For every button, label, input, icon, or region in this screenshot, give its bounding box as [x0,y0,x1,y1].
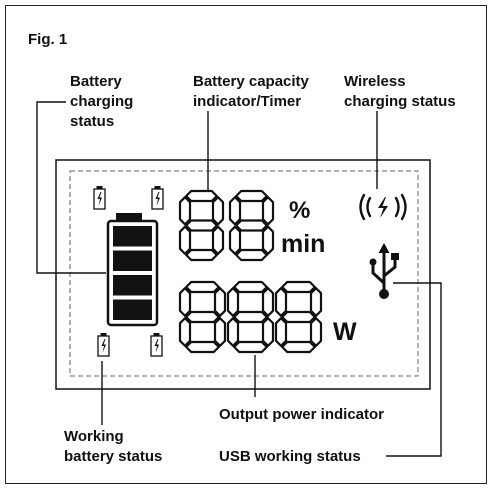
usb-icon [369,243,399,299]
label-usb-working: USB working status [219,448,361,465]
digit-segment [178,196,192,226]
label-wireless-charging: Wireless charging status [344,73,456,110]
unit-min: min [281,230,326,258]
digit-segment [309,287,323,317]
unit-percent: % [289,197,311,224]
digit-segment [185,280,220,294]
digit-segment [213,317,227,347]
battery-bolt-icon [151,186,164,210]
digit-segment [233,340,268,354]
digit-segment [261,317,275,347]
figure-title: Fig. 1 [28,31,68,48]
digit-segment [281,340,316,354]
digit-segment [178,225,192,255]
battery-bar [113,226,152,247]
digit-segment [226,287,240,317]
digit-segment [211,196,225,226]
unit-watt: W [333,318,357,346]
digit-segment [213,287,227,317]
digit-segment [235,189,268,203]
battery-bolt-icon [93,186,106,210]
digit-segment [233,280,268,294]
digit-segment [235,219,268,232]
digit-segment [281,280,316,294]
digit-segment [185,248,218,262]
battery-bar [113,275,152,296]
digit-segment [274,317,288,347]
digit-segment [185,310,220,324]
leader-lines [36,101,442,457]
battery-bar [113,250,152,271]
leader-usb [386,282,442,457]
seven-segment-digit [226,280,275,354]
digit-segment [281,310,316,324]
digit-segment [233,310,268,324]
digit-segment [185,219,218,232]
leader-battery-charging [36,101,106,274]
seven-segment-digit [228,189,275,262]
digit-segment [211,225,225,255]
digit-segment [185,189,218,203]
figure-frame [5,5,487,484]
label-working-battery: Working battery status [64,428,163,465]
seven-segment-digit [178,189,225,262]
seven-segment-digit [274,280,323,354]
digit-segment [261,196,275,226]
label-output-power: Output power indicator [219,406,384,423]
digit-segment [185,340,220,354]
battery-bar [113,299,152,320]
output-power-digits [178,280,323,354]
digit-segment [228,196,242,226]
digit-segment [178,317,192,347]
digit-segment [309,317,323,347]
label-battery-capacity: Battery capacity indicator/Timer [193,73,309,110]
digit-segment [235,248,268,262]
display-outer-frame [55,159,431,390]
digit-segment [261,287,275,317]
capacity-digits [178,189,275,262]
digit-segment [226,317,240,347]
wireless-charging-icon [359,193,407,221]
seven-segment-digit [178,280,227,354]
battery-bolt-icon [150,333,163,357]
battery-bolt-icon [97,333,110,357]
battery-gauge [106,213,159,327]
digit-segment [261,225,275,255]
label-battery-charging-status: Battery charging status [70,73,134,130]
digit-segment [228,225,242,255]
digit-segment [274,287,288,317]
digit-segment [178,287,192,317]
